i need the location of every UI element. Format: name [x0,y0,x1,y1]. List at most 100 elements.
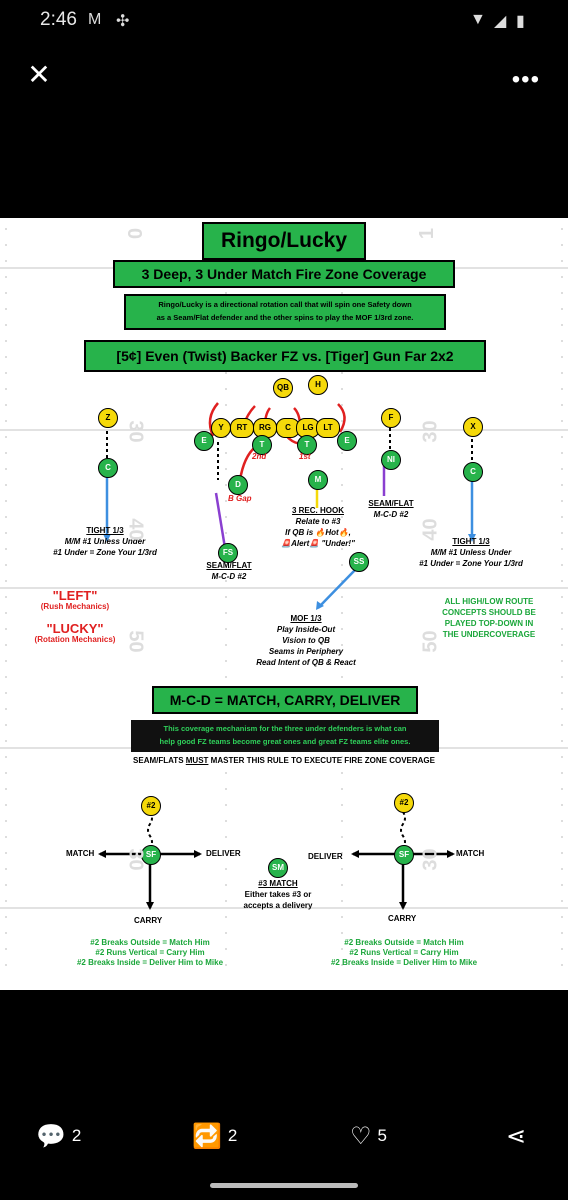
field-number: 1 [416,227,439,240]
player-c-left: C [98,458,118,478]
high-low-line-4: THE UNDERCOVERAGE [442,630,536,639]
heart-icon: ♡ [350,1123,372,1150]
mof-line-1: Play Inside-Out [276,625,336,634]
sm-line-2: accepts a delivery [243,901,313,910]
must-word: MUST [185,756,209,765]
must-rule: SEAM/FLATS MUST MASTER THIS RULE TO EXEC… [100,756,468,765]
seam-flat-left-title: SEAM/FLAT [206,561,252,570]
rule-right-1: #2 Breaks Outside = Match Him [344,938,464,947]
field-number: 30 [124,848,147,871]
player-lt: LT [316,418,340,438]
player-sm: SM [268,858,288,878]
reply-count: 2 [71,1125,82,1145]
sm-title: #3 MATCH [258,879,298,888]
home-indicator[interactable] [210,1183,358,1188]
mof-title: MOF 1/3 [290,614,322,623]
player-ss: SS [349,552,369,572]
diagram-title: Ringo/Lucky [202,222,366,260]
high-low-note: ALL HIGH/LOW ROUTE CONCEPTS SHOULD BE PL… [432,596,546,640]
like-button[interactable]: ♡5 [350,1122,387,1151]
hook-title: 3 REC. HOOK [291,506,344,515]
player-m: M [308,470,328,490]
seam-flat-left-note: SEAM/FLAT M-C-D #2 [196,560,262,582]
player-c: C [276,418,300,438]
seam-flat-left-line: M-C-D #2 [211,572,247,581]
signal-icon: ◢ [494,13,507,30]
rule-left-1: #2 Breaks Outside = Match Him [90,938,210,947]
tight-right-line-2: #1 Under = Zone Your 1/3rd [419,559,523,568]
rules-left: #2 Breaks Outside = Match Him #2 Runs Ve… [60,938,240,968]
retweet-count: 2 [227,1125,238,1145]
player-e-right: E [337,431,357,451]
viewer-top-bar: ✕ ••• [0,40,568,218]
share-button[interactable]: ⋖ [506,1122,532,1151]
high-low-line-1: ALL HIGH/LOW ROUTE [444,597,534,606]
seam-flat-right-title: SEAM/FLAT [368,499,414,508]
player-y: Y [211,418,231,438]
hook-line-3: 🚨Alert🚨 "Under!" [281,539,355,548]
formation-label: [5¢] Even (Twist) Backer FZ vs. [Tiger] … [84,340,486,372]
lucky-call-sub: (Rotation Mechanics) [34,635,116,644]
sm-line-1: Either takes #3 or [244,890,312,899]
mof-note: MOF 1/3 Play Inside-Out Vision to QB Sea… [246,613,366,668]
player-t-left: T [252,435,272,455]
player-number2-right: #2 [394,793,414,813]
lucky-call: "LUCKY" [46,621,104,636]
fan-icon: ✣ [116,13,130,30]
mcd-desc-line-2: help good FZ teams become great ones and… [159,737,411,746]
retweet-icon: 🔁 [192,1123,222,1150]
reply-button[interactable]: 💬2 [36,1122,81,1151]
label-1st: 1st [299,452,311,461]
rules-right: #2 Breaks Outside = Match Him #2 Runs Ve… [314,938,494,968]
more-icon[interactable]: ••• [511,66,540,93]
tight-right-note: TIGHT 1/3 M/M #1 Unless Under #1 Under =… [406,536,536,569]
must-suffix: MASTER THIS RULE TO EXECUTE FIRE ZONE CO… [208,756,435,765]
carry-label-left: CARRY [134,916,163,925]
diagram-description: Ringo/Lucky is a directional rotation ca… [124,294,446,330]
player-sf-right: SF [394,845,414,865]
left-call: "LEFT" [52,588,98,603]
field-number: 30 [419,420,442,443]
player-c-right: C [463,462,483,482]
player-ni: NI [381,450,401,470]
player-t-right: T [297,435,317,455]
mcd-desc-line-1: This coverage mechanism for the three un… [163,724,407,733]
mof-line-2: Vision to QB [282,636,330,645]
retweet-button[interactable]: 🔁2 [192,1122,237,1151]
seam-flat-right-note: SEAM/FLAT M-C-D #2 [358,498,424,520]
rule-right-2: #2 Runs Vertical = Carry Him [349,948,459,957]
tight-right-title: TIGHT 1/3 [452,537,490,546]
hook-line-1: Relate to #3 [295,517,341,526]
left-call-sub: (Rush Mechanics) [40,602,110,611]
battery-icon: ▮ [516,13,525,30]
player-qb: QB [273,378,293,398]
mof-line-3: Seams in Periphery [268,647,344,656]
rule-left-3: #2 Breaks Inside = Deliver Him to Mike [76,958,224,967]
share-icon: ⋖ [506,1123,527,1150]
player-h: H [308,375,328,395]
player-e-left: E [194,431,214,451]
must-prefix: SEAM/FLATS [133,756,186,765]
field-number: 30 [124,420,147,443]
player-z: Z [98,408,118,428]
coverage-diagram-image: Ringo/Lucky 3 Deep, 3 Under Match Fire Z… [0,218,568,990]
field-number: 40 [419,518,442,541]
carry-label-right: CARRY [388,914,417,923]
label-2nd: 2nd [252,452,267,461]
high-low-line-3: PLAYED TOP-DOWN IN [444,619,534,628]
field-number: 50 [419,630,442,653]
high-low-line-2: CONCEPTS SHOULD BE [442,608,536,617]
label-b-gap: B Gap [228,494,252,503]
hook-line-2: If QB is 🔥Hot🔥, [285,528,351,537]
description-line-2: as a Seam/Flat defender and the other sp… [156,313,414,322]
tight-left-line-2: #1 Under = Zone Your 1/3rd [53,548,157,557]
rule-left-2: #2 Runs Vertical = Carry Him [95,948,205,957]
match-label-right: MATCH [456,849,485,858]
close-icon[interactable]: ✕ [27,59,51,90]
gmail-icon: M [88,11,102,28]
player-fs: FS [218,543,238,563]
mcd-title: M-C-D = MATCH, CARRY, DELIVER [152,686,418,714]
field-number: 0 [123,227,146,240]
tight-left-title: TIGHT 1/3 [86,526,124,535]
status-time: 2:46 [40,9,77,30]
